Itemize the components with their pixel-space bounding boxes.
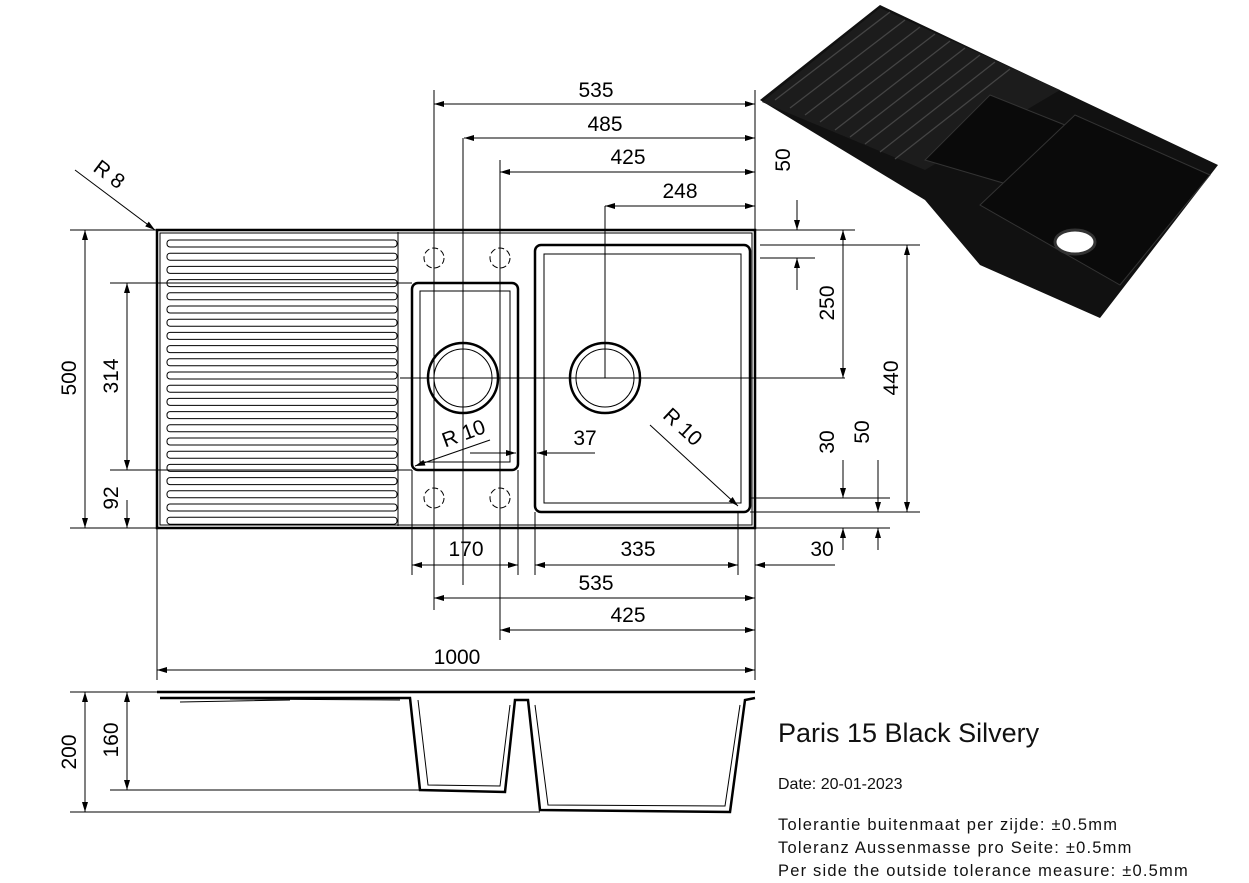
dim-right-250: 250 (816, 285, 839, 320)
drainboard-rib (166, 516, 398, 525)
tolerance-de: Toleranz Aussenmasse pro Seite: ±0.5mm (778, 839, 1133, 857)
dim-top-425: 425 (610, 146, 645, 169)
drainboard-rib (166, 411, 398, 420)
sink-3d-render (760, 5, 1218, 318)
drain-icon (1053, 228, 1097, 256)
drainboard-rib (166, 252, 398, 261)
dim-side-200: 200 (58, 734, 81, 769)
dim-left-92: 92 (100, 486, 123, 509)
dim-bot-535: 535 (578, 572, 613, 595)
dim-right-30: 30 (816, 430, 839, 453)
drainboard-rib (166, 503, 398, 512)
tolerance-nl: Tolerantie buitenmaat per zijde: ±0.5mm (778, 816, 1119, 834)
drainboard-rib (166, 477, 398, 486)
small-bowl (410, 281, 520, 472)
drainboard-rib (166, 345, 398, 354)
dim-bot-335: 335 (620, 538, 655, 561)
product-title: Paris 15 Black Silvery (778, 718, 1040, 748)
drainboard-rib (166, 490, 398, 499)
dim-top-485: 485 (587, 113, 622, 136)
dim-top-535: 535 (578, 79, 613, 102)
dim-gap-37: 37 (573, 427, 596, 450)
drainboard-rib (166, 371, 398, 380)
drainboard-rib (166, 424, 398, 433)
drainboard-rib (166, 305, 398, 314)
dim-right-440: 440 (880, 360, 903, 395)
dim-bot-425: 425 (610, 604, 645, 627)
dim-bot-170: 170 (448, 538, 483, 561)
dim-left-500: 500 (58, 360, 81, 395)
dim-left-314: 314 (100, 358, 123, 393)
drainboard-rib (166, 239, 398, 248)
radius-8-label: R 8 (89, 156, 129, 194)
drainboard-rib (166, 358, 398, 367)
dim-bot-1000: 1000 (434, 646, 481, 669)
dim-right-50b: 50 (851, 420, 874, 443)
drainboard-ribs (166, 239, 398, 525)
drainboard-rib (166, 331, 398, 340)
drainboard-rib (166, 450, 398, 459)
drainboard-rib (166, 437, 398, 446)
drainboard-rib (166, 384, 398, 393)
drainboard-rib (166, 397, 398, 406)
dim-side-160: 160 (100, 722, 123, 757)
radius-10-large-label: R 10 (658, 404, 706, 451)
radius-10-small-label: R 10 (439, 415, 489, 452)
side-view (157, 690, 756, 814)
dim-top-248: 248 (662, 180, 697, 203)
tolerance-en: Per side the outside tolerance measure: … (778, 862, 1189, 880)
dim-right-30b: 30 (810, 538, 833, 561)
drainboard-rib (166, 292, 398, 301)
drainboard-rib (166, 463, 398, 472)
dim-right-50: 50 (772, 148, 795, 171)
drainboard-rib (166, 318, 398, 327)
drainboard-rib (166, 265, 398, 274)
plan-view (70, 90, 920, 680)
drawing-date: Date: 20-01-2023 (778, 776, 903, 793)
